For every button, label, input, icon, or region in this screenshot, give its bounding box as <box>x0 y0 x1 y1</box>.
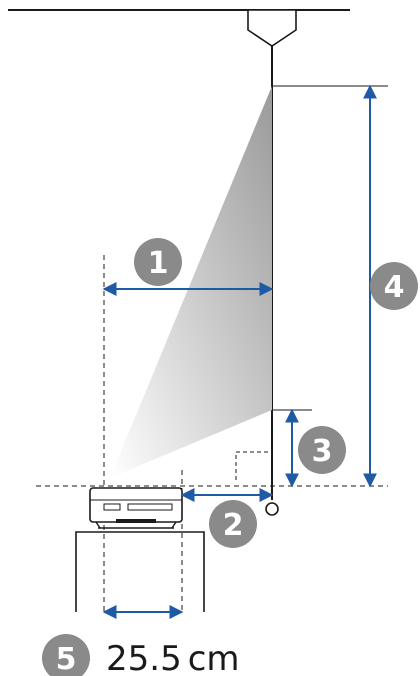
measurement-value: 25.5 <box>106 639 182 676</box>
projection-beam <box>110 86 272 478</box>
svg-text:2: 2 <box>223 508 244 543</box>
callout-3: 3 <box>298 426 346 474</box>
table <box>75 531 205 612</box>
screen-pull-handle <box>265 502 279 516</box>
callout-2: 2 <box>209 500 257 548</box>
callout-4: 4 <box>370 262 418 310</box>
callout-5: 5 <box>42 634 90 676</box>
screen-case-outline <box>235 451 272 480</box>
callout-1: 1 <box>134 238 182 286</box>
screen-mount <box>247 9 297 47</box>
svg-text:5: 5 <box>56 642 77 676</box>
projector <box>89 487 183 529</box>
svg-text:4: 4 <box>384 270 405 305</box>
svg-text:1: 1 <box>148 246 169 281</box>
svg-text:3: 3 <box>312 434 333 469</box>
measurement-unit: cm <box>188 639 240 676</box>
